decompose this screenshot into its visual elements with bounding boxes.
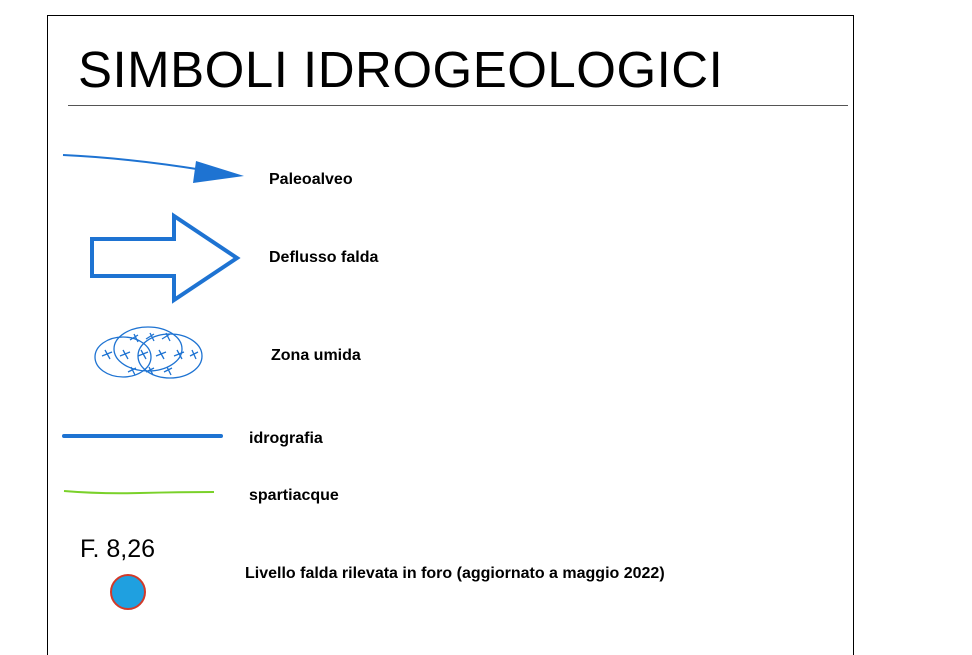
well-point-icon [110,574,146,610]
hydrography-line-icon [62,434,223,438]
zona-umida-label: Zona umida [271,347,361,364]
legend-frame [47,15,854,655]
groundwater-flow-arrow-icon [90,212,241,304]
paleoalveo-arrow-icon [62,154,244,183]
legend-title: SIMBOLI IDROGEOLOGICI [78,41,724,98]
title-underline [68,105,848,106]
deflusso-falda-label: Deflusso falda [269,249,379,266]
wetland-symbol-icon [94,326,203,379]
watershed-line-icon [63,490,215,495]
well-example-code: F. 8,26 [80,535,156,563]
spartiacque-label: spartiacque [249,487,339,504]
paleoalveo-label: Paleoalveo [269,171,353,188]
idrografia-label: idrografia [249,430,323,447]
livello-falda-label: Livello falda rilevata in foro (aggiorna… [245,565,665,582]
